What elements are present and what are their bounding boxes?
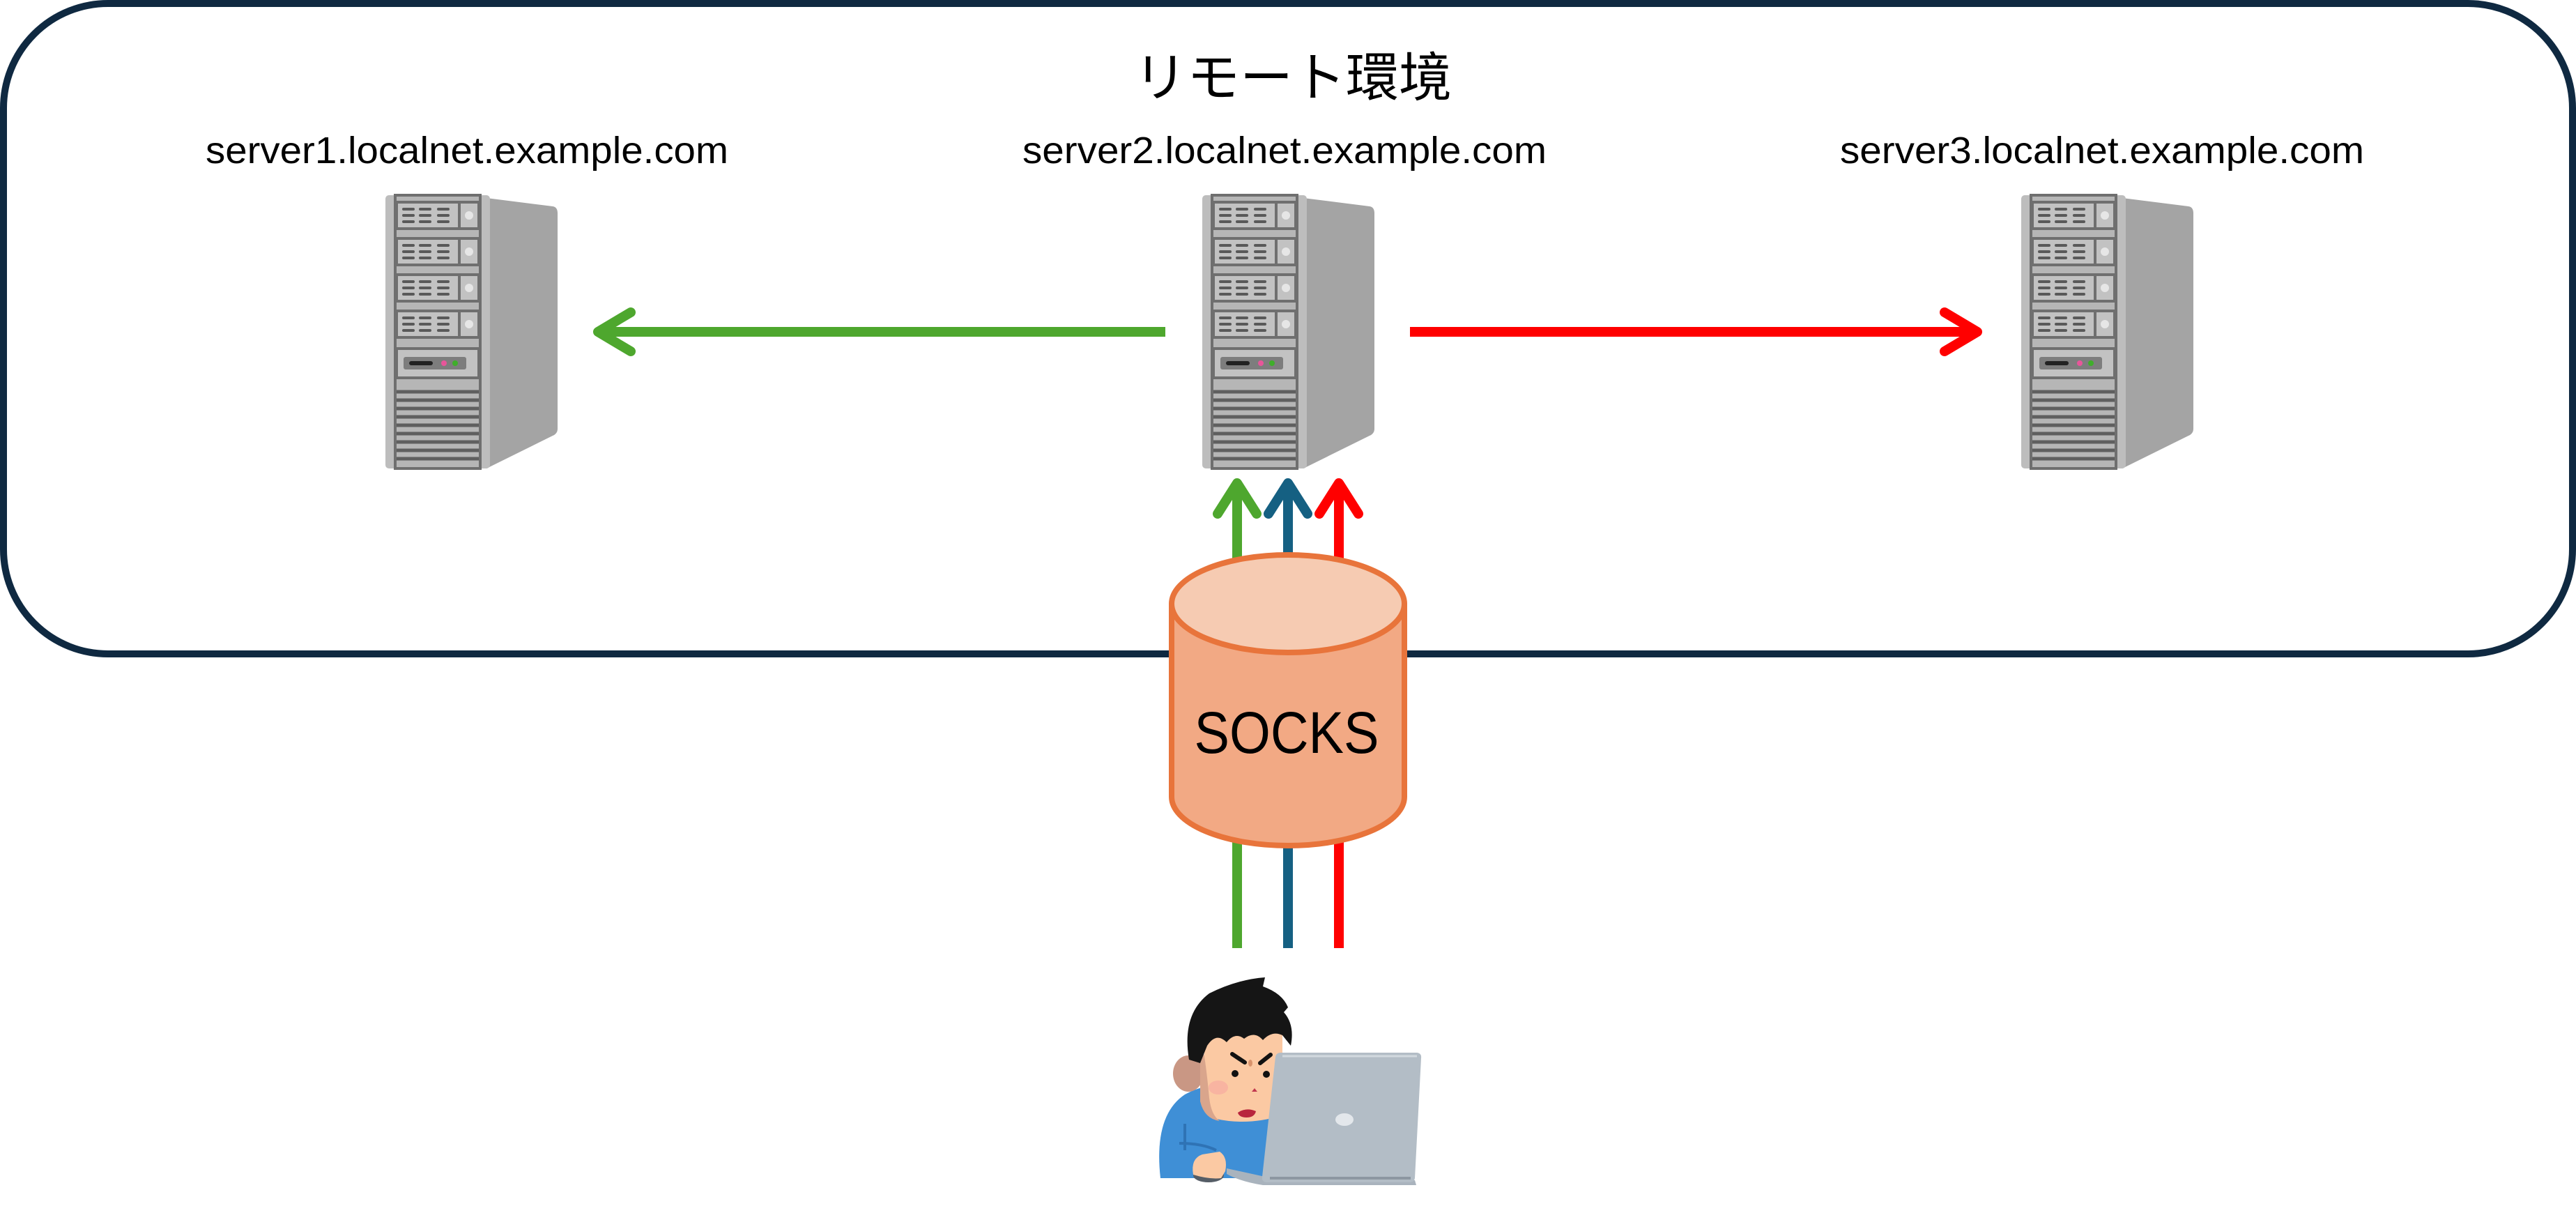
server1-hostname-label: server1.localnet.example.com: [206, 130, 728, 171]
server3-hostname-label: server3.localnet.example.com: [1840, 130, 2364, 171]
server1-icon: [385, 195, 558, 468]
server3-icon: [2021, 195, 2193, 468]
socks-label: SOCKS: [1195, 700, 1379, 765]
socks-proxy-cylinder: SOCKS: [1169, 552, 1407, 848]
server2-hostname-label: server2.localnet.example.com: [1022, 130, 1547, 171]
arrow-server2-to-server3: [1410, 307, 1982, 356]
server2-icon: [1202, 195, 1374, 468]
remote-environment-title: リモート環境: [1134, 49, 1452, 108]
person-with-laptop-icon: [1159, 977, 1422, 1185]
arrow-server2-to-server1: [593, 307, 1165, 356]
